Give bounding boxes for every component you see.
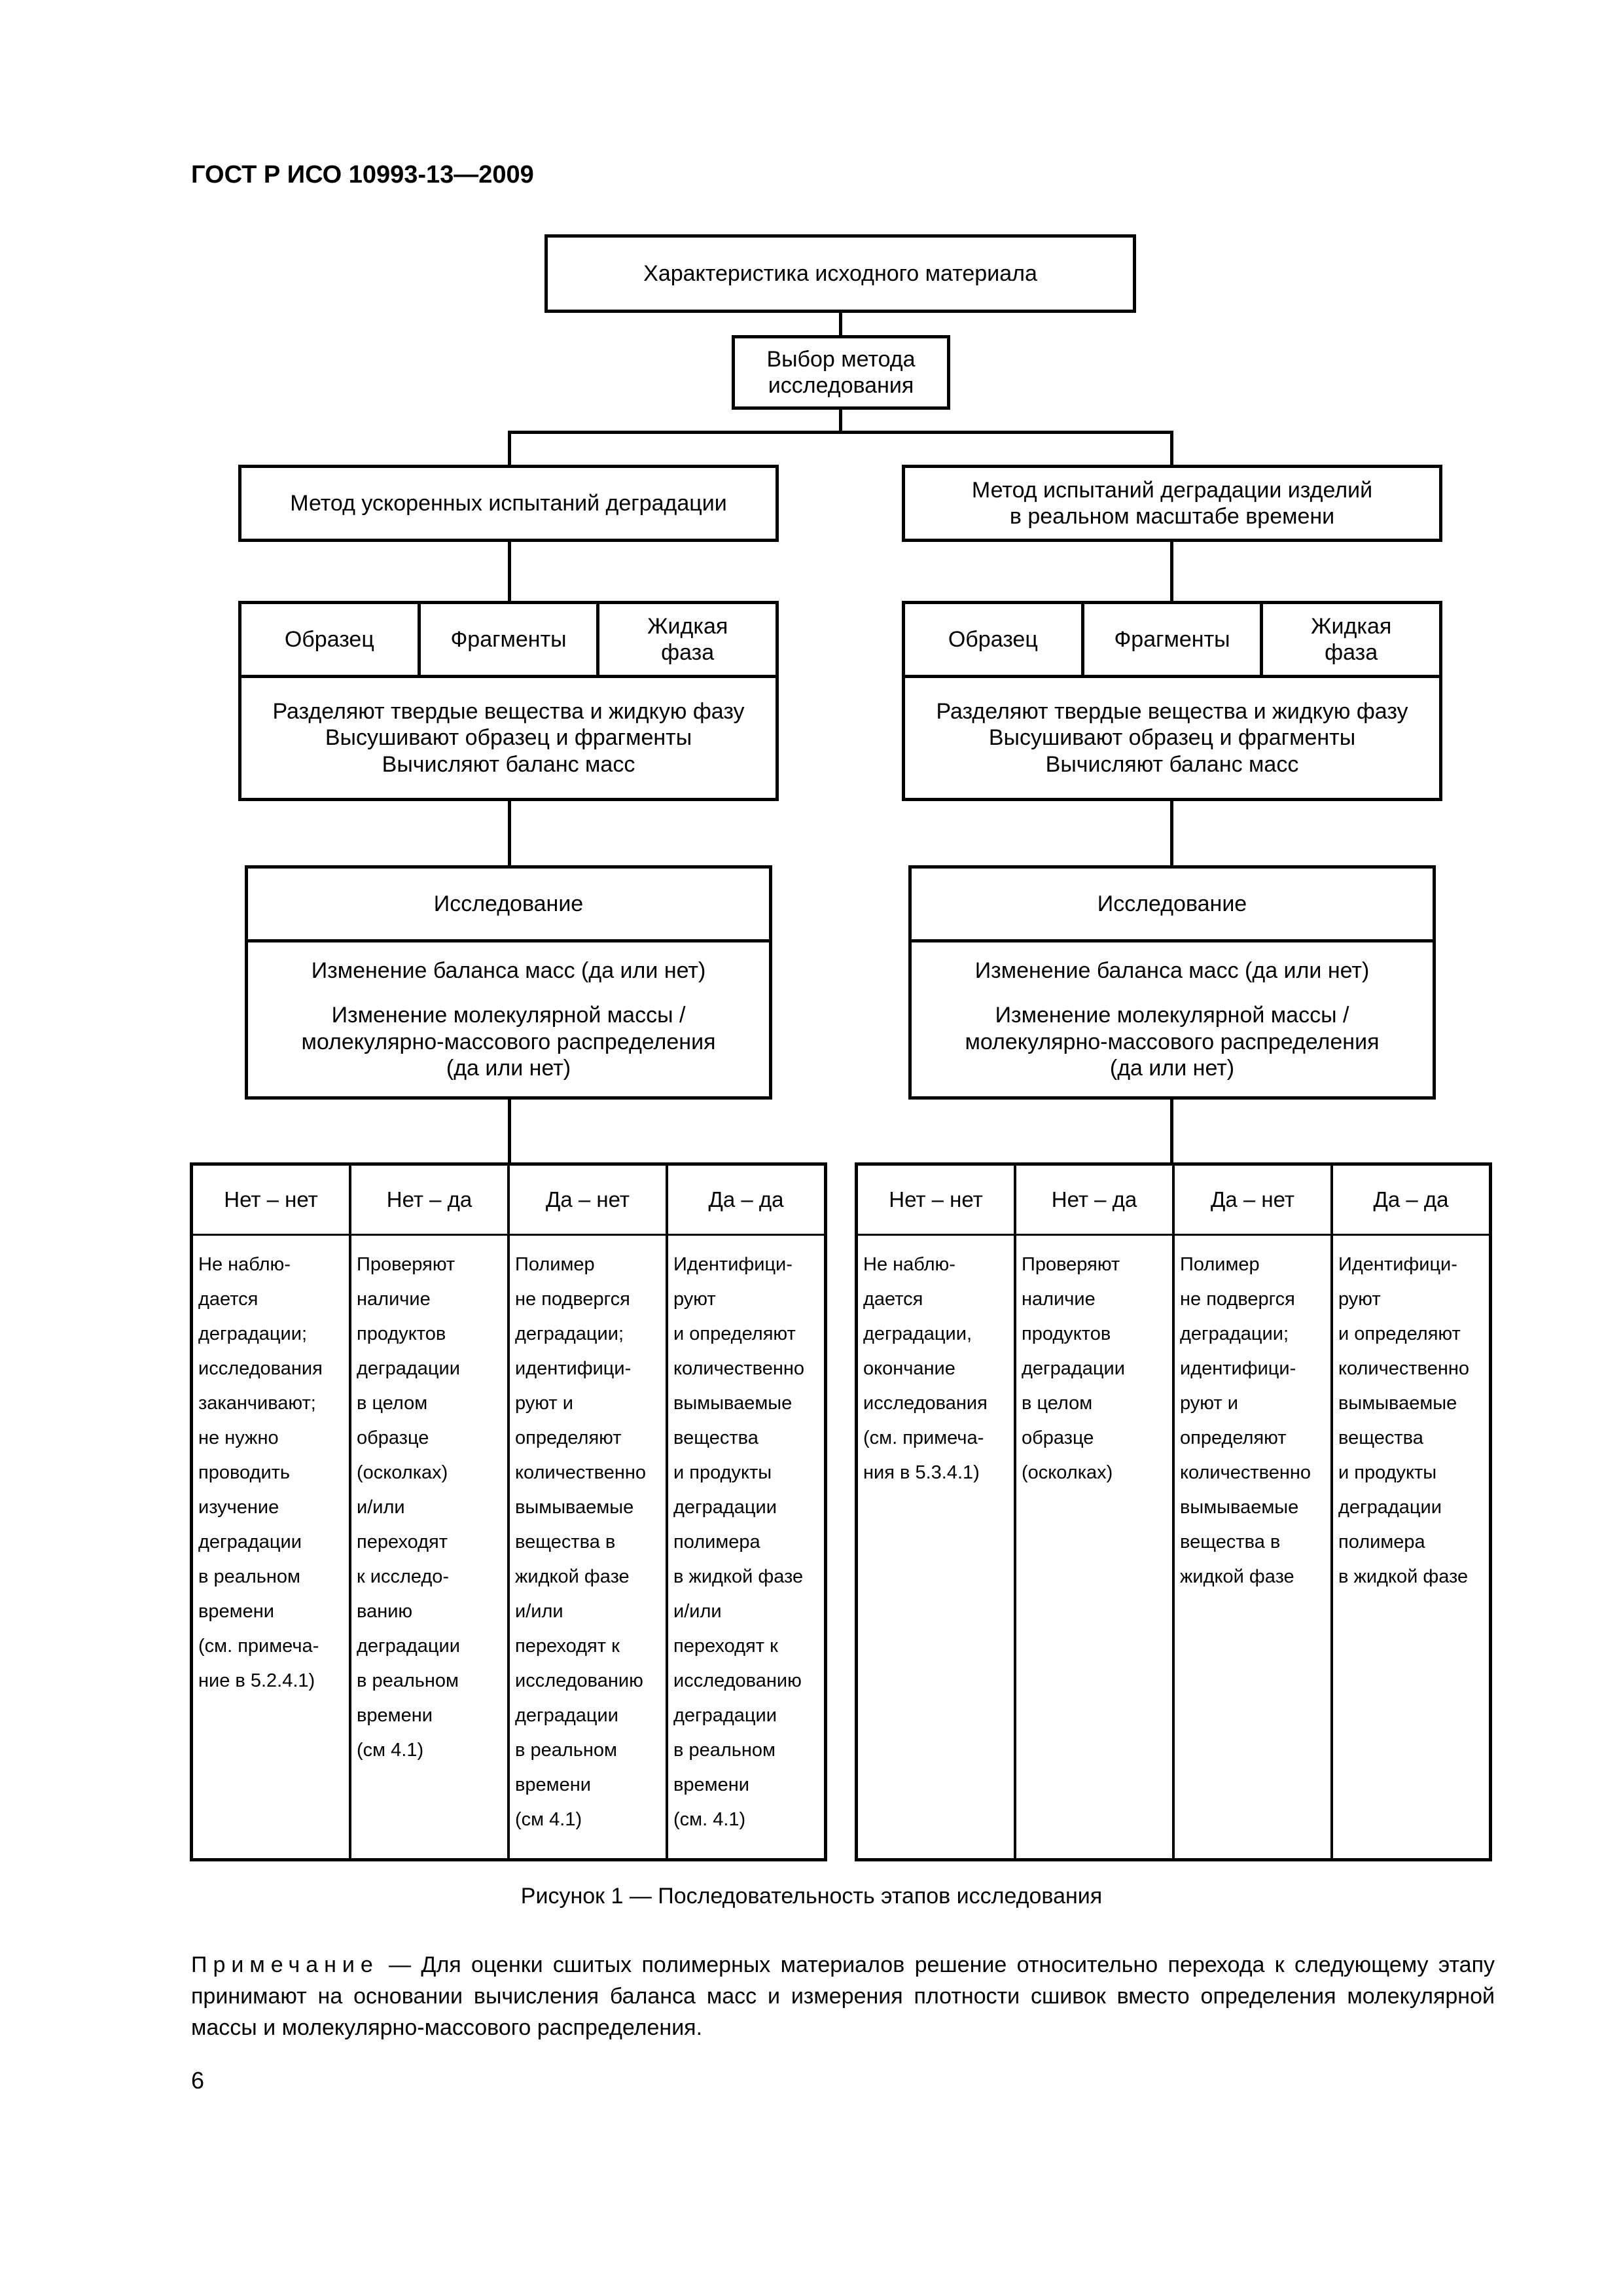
outcome-body: Не наблю- дается деградации; исследовани…: [198, 1254, 323, 1691]
left-method-box: Метод ускоренных испытаний деградации: [238, 465, 779, 542]
connector: [1170, 801, 1173, 865]
sample-types-row: Образец Фрагменты Жидкая фаза: [905, 604, 1439, 678]
processing-steps: Разделяют твердые вещества и жидкую фазу…: [241, 678, 776, 798]
right-method-label: Метод испытаний деградации изделий в реа…: [971, 477, 1373, 529]
right-method-box: Метод испытаний деградации изделий в реа…: [902, 465, 1442, 542]
outcome-head: Нет – нет: [193, 1166, 349, 1236]
outcome-body: Проверяют наличие продуктов деградации в…: [357, 1254, 460, 1761]
document-header: ГОСТ Р ИСО 10993-13—2009: [191, 161, 534, 188]
outcome-column: Нет – да Проверяют наличие продуктов дег…: [1016, 1166, 1175, 1858]
outcome-column: Нет – да Проверяют наличие продуктов дег…: [351, 1166, 510, 1858]
figure-note: Примечание — Для оценки сшитых полимерны…: [191, 1949, 1495, 2043]
outcome-body: Полимер не подвергся деградации; идентиф…: [1180, 1254, 1311, 1587]
investigation-title: Исследование: [912, 869, 1433, 942]
outcome-column: Да – да Идентифици- руют и определяют ко…: [668, 1166, 824, 1858]
investigation-criteria: Изменение баланса масс (да или нет) Изме…: [912, 942, 1433, 1096]
connector: [508, 431, 511, 465]
investigation-title: Исследование: [248, 869, 769, 942]
connector: [839, 410, 842, 432]
left-outcomes-table: Нет – нет Не наблю- дается деградации; и…: [190, 1162, 827, 1861]
outcome-body: Не наблю- дается деградации, окончание и…: [863, 1254, 988, 1483]
connector: [839, 313, 842, 335]
left-processing-box: Образец Фрагменты Жидкая фаза Разделяют …: [238, 601, 779, 801]
liquid-phase-cell: Жидкая фаза: [647, 613, 728, 665]
branch-line: [508, 431, 1173, 434]
criterion: Изменение молекулярной массы / молекуляр…: [301, 1003, 716, 1081]
select-method-box: Выбор метода исследования: [732, 335, 950, 410]
criterion: Изменение баланса масс (да или нет): [974, 958, 1370, 984]
outcome-body: Проверяют наличие продуктов деградации в…: [1022, 1254, 1125, 1483]
criterion: Изменение молекулярной массы / молекуляр…: [965, 1003, 1380, 1081]
right-processing-box: Образец Фрагменты Жидкая фаза Разделяют …: [902, 601, 1442, 801]
outcome-column: Нет – нет Не наблю- дается деградации; и…: [193, 1166, 351, 1858]
outcome-body: Идентифици- руют и определяют количестве…: [673, 1254, 805, 1830]
processing-step: Разделяют твердые вещества и жидкую фазу: [272, 699, 745, 725]
connector: [508, 801, 511, 865]
right-outcomes-table: Нет – нет Не наблю- дается деградации, о…: [855, 1162, 1492, 1861]
right-investigation-box: Исследование Изменение баланса масс (да …: [908, 865, 1436, 1100]
outcome-column: Да – нет Полимер не подвергся деградации…: [1175, 1166, 1333, 1858]
processing-step: Высушивают образец и фрагменты: [988, 725, 1356, 751]
connector: [508, 542, 511, 601]
processing-step: Вычисляют баланс масс: [1045, 751, 1299, 777]
outcome-body: Полимер не подвергся деградации; идентиф…: [515, 1254, 647, 1830]
note-label: Примечание: [191, 1952, 379, 1977]
processing-step: Высушивают образец и фрагменты: [325, 725, 692, 751]
outcome-head: Да – да: [668, 1166, 824, 1236]
outcome-column: Нет – нет Не наблю- дается деградации, о…: [858, 1166, 1016, 1858]
connector: [508, 1100, 511, 1164]
sample-cell: Образец: [905, 604, 1084, 675]
criterion: Изменение баланса масс (да или нет): [311, 958, 706, 984]
connector: [1170, 542, 1173, 601]
page-number: 6: [191, 2067, 205, 2094]
processing-steps: Разделяют твердые вещества и жидкую фазу…: [905, 678, 1439, 798]
note-text: — Для оценки сшитых полимерных материало…: [191, 1952, 1495, 2040]
processing-step: Разделяют твердые вещества и жидкую фазу: [936, 699, 1408, 725]
figure-caption: Рисунок 1 — Последовательность этапов ис…: [520, 1884, 1103, 1909]
start-box: Характеристика исходного материала: [544, 234, 1136, 313]
investigation-criteria: Изменение баланса масс (да или нет) Изме…: [248, 942, 769, 1096]
left-investigation-box: Исследование Изменение баланса масс (да …: [245, 865, 772, 1100]
start-label: Характеристика исходного материала: [643, 260, 1037, 286]
outcome-body: Идентифици- руют и определяют количестве…: [1338, 1254, 1470, 1587]
outcome-head: Нет – нет: [858, 1166, 1014, 1236]
connector: [1170, 1100, 1173, 1164]
sample-types-row: Образец Фрагменты Жидкая фаза: [241, 604, 776, 678]
select-method-line-2: исследования: [768, 373, 914, 398]
select-method-line-1: Выбор метода: [766, 346, 916, 372]
outcome-column: Да – да Идентифици- руют и определяют ко…: [1333, 1166, 1489, 1858]
sample-cell: Образец: [241, 604, 421, 675]
processing-step: Вычисляют баланс масс: [382, 751, 635, 777]
outcome-head: Да – нет: [510, 1166, 666, 1236]
connector: [1170, 431, 1173, 465]
outcome-head: Нет – да: [1016, 1166, 1172, 1236]
liquid-phase-cell: Жидкая фаза: [1311, 613, 1392, 665]
outcome-head: Нет – да: [351, 1166, 507, 1236]
outcome-head: Да – да: [1333, 1166, 1489, 1236]
left-method-label: Метод ускоренных испытаний деградации: [290, 490, 727, 516]
fragments-cell: Фрагменты: [1084, 604, 1264, 675]
outcome-column: Да – нет Полимер не подвергся деградации…: [510, 1166, 668, 1858]
outcome-head: Да – нет: [1175, 1166, 1330, 1236]
fragments-cell: Фрагменты: [421, 604, 600, 675]
